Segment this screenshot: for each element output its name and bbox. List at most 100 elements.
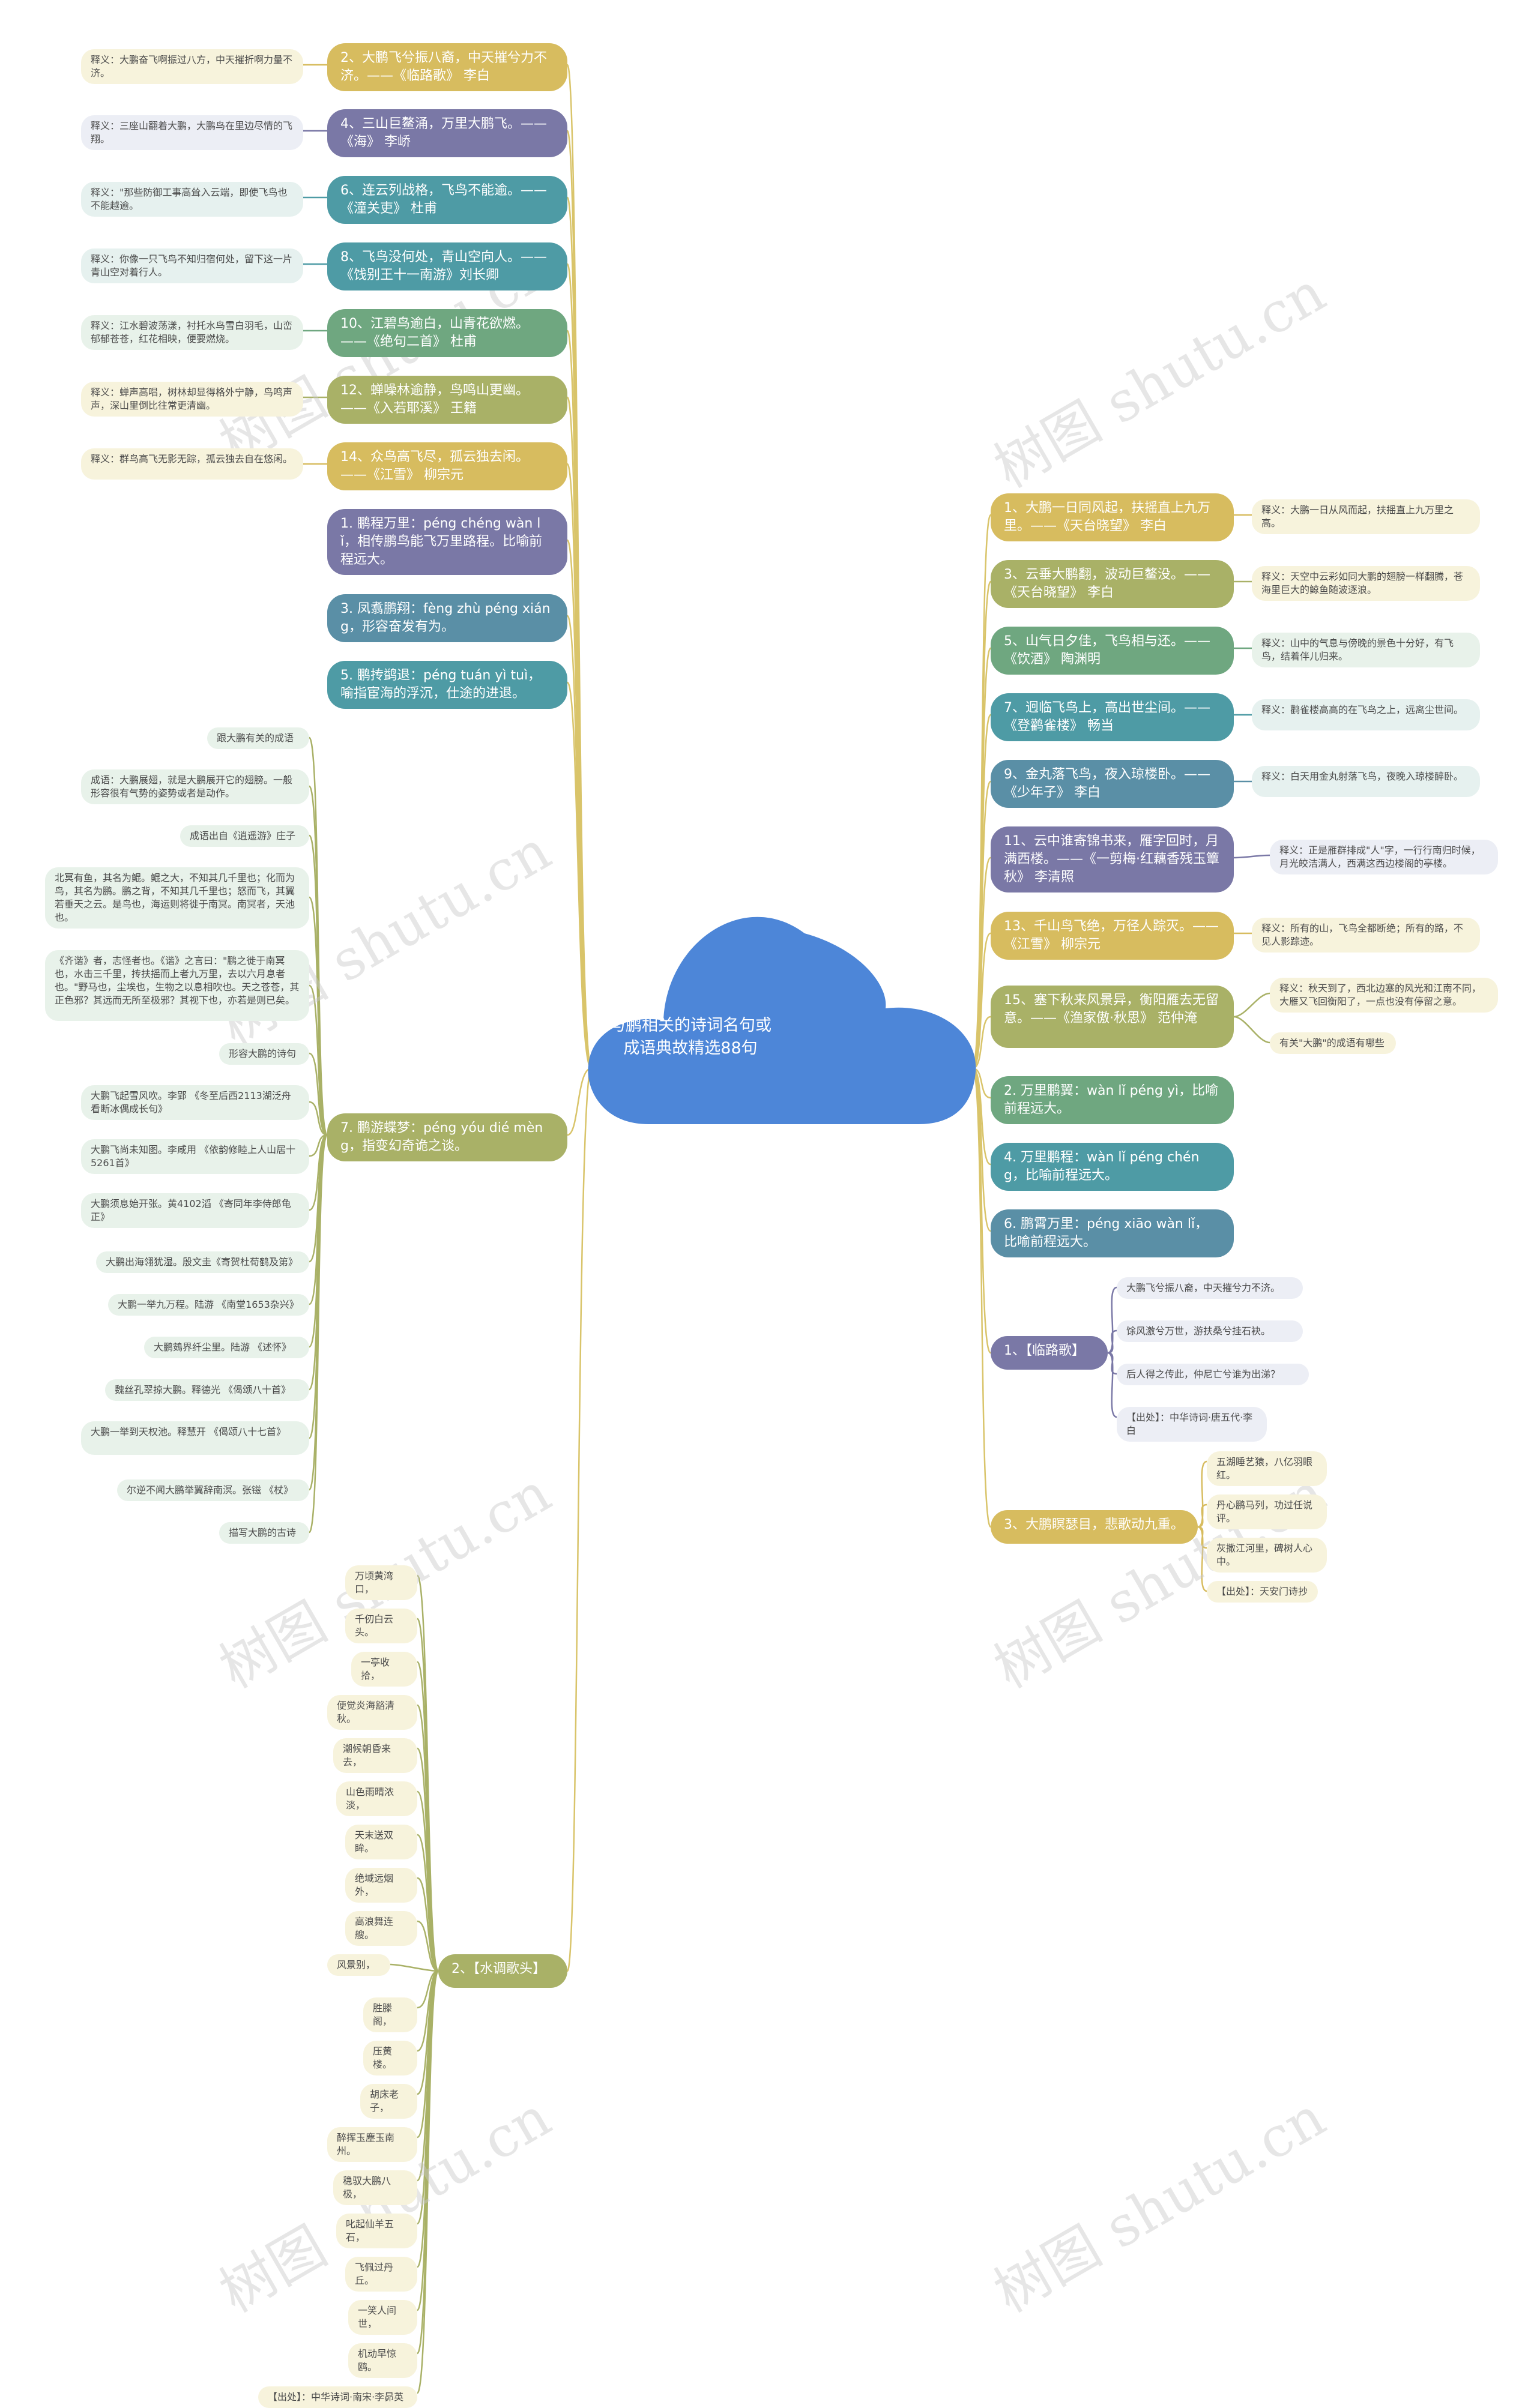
connector-line xyxy=(390,1963,439,1972)
left-note[interactable]: 释义："那些防御工事高耸入云端，即使飞鸟也不能越逾。 xyxy=(81,182,303,217)
left-note[interactable]: 北冥有鱼，其名为鲲。鲲之大，不知其几千里也；化而为鸟，其名为鹏。鹏之背，不知其几… xyxy=(45,867,309,929)
right-branch-node[interactable]: 7、迥临飞鸟上，高出世尘间。——《登鹳雀楼》 畅当 xyxy=(991,693,1234,741)
connector-line xyxy=(972,932,991,1070)
connector-line xyxy=(1233,1016,1270,1044)
left-note[interactable]: 天末送双眸。 xyxy=(345,1825,417,1859)
left-note[interactable]: 机动早惊鸥。 xyxy=(348,2343,417,2378)
right-note[interactable]: 有关"大鹏"的成语有哪些 xyxy=(1270,1032,1396,1054)
left-note[interactable]: 大鹏鴳界纤尘里。陆游 《述怀》 xyxy=(144,1337,309,1358)
left-branch-node[interactable]: 4、三山巨鳌涌，万里大鹏飞。——《海》 李峤 xyxy=(327,109,567,157)
right-note[interactable]: 后人得之传此，仲尼亡兮谁为出涕？ xyxy=(1117,1364,1309,1385)
center-title[interactable]: 与鹏相关的诗词名句或成语典故精选88句 xyxy=(609,1016,772,1058)
connector-line xyxy=(416,1970,439,2394)
left-note[interactable]: 大鹏一举到天权池。释慧开 《偈颂八十七首》 xyxy=(81,1421,309,1455)
left-note[interactable]: 释义：你像一只飞鸟不知归宿何处，留下这一片青山空对着行人。 xyxy=(81,248,303,283)
left-note[interactable]: 释义：三座山翻着大鹏，大鹏鸟在里边尽情的飞翔。 xyxy=(81,115,303,150)
left-note[interactable]: 压黄楼。 xyxy=(363,2041,417,2075)
right-branch-node[interactable]: 6. 鹏霄万里：péng xiāo wàn lǐ，比喻前程远大。 xyxy=(991,1209,1234,1257)
right-note[interactable]: 释义：山中的气息与傍晚的景色十分好，有飞鸟，结着伴儿归来。 xyxy=(1252,633,1480,667)
right-note[interactable]: 释义：秋天到了，西北边塞的风光和江南不同，大雁又飞回衡阳了，一点也没有停留之意。 xyxy=(1270,978,1498,1013)
right-note[interactable]: 丹心鹏马列，功过任说评。 xyxy=(1207,1494,1327,1529)
left-branch-node[interactable]: 3. 凤翥鹏翔：fèng zhù péng xiáng，形容奋发有为。 xyxy=(327,594,567,642)
right-branch-node[interactable]: 1、【临路歌】 xyxy=(991,1336,1108,1370)
left-note[interactable]: 释义：大鹏奋飞啊振过八方，中天摧折啊力量不济。 xyxy=(81,49,303,84)
left-note[interactable]: 成语出自《逍遥游》庄子 xyxy=(180,825,309,847)
left-note[interactable]: 飞佩过丹丘。 xyxy=(345,2257,417,2292)
left-branch-node[interactable]: 7. 鹏游蝶梦：péng yóu dié mèng，指变幻奇诡之谈。 xyxy=(327,1113,567,1161)
right-note[interactable]: 释义：正是雁群排成"人"字，一行行南归时候，月光皎洁满人，西满这西边楼阁的亭楼。 xyxy=(1270,840,1498,874)
left-note[interactable]: 大鹏飞尚未知图。李咸用 《依韵修睦上人山居十5261首》 xyxy=(81,1139,309,1174)
left-note[interactable]: 释义：群鸟高飞无影无踪，孤云独去自在悠闲。 xyxy=(81,448,303,480)
left-note[interactable]: 大鹏出海翎犹湿。殷文圭《寄贺杜荀鹤及第》 xyxy=(96,1251,309,1273)
right-note[interactable]: 灰撒江河里，碑树人心中。 xyxy=(1207,1538,1327,1573)
right-branch-node[interactable]: 5、山气日夕佳，飞鸟相与还。——《饮酒》 陶渊明 xyxy=(991,627,1234,675)
left-note[interactable]: 绝域远烟外， xyxy=(345,1868,417,1903)
left-note[interactable]: 山色雨晴浓淡， xyxy=(336,1781,417,1816)
left-note[interactable]: 释义：蝉声高唱，树林却显得格外宁静，鸟鸣声声，深山里倒比往常更清幽。 xyxy=(81,382,303,417)
left-note[interactable]: 万顷黄湾口， xyxy=(345,1565,417,1600)
right-branch-node[interactable]: 2. 万里鹏翼：wàn lǐ péng yì，比喻前程远大。 xyxy=(991,1076,1234,1124)
connector-line xyxy=(971,856,992,1070)
right-note[interactable]: 【出处】：中华诗词·唐五代·李白 xyxy=(1117,1407,1267,1442)
left-branch-node[interactable]: 5. 鹏抟鹢退：péng tuán yì tuì，喻指宦海的浮沉，仕途的进退。 xyxy=(327,661,567,709)
right-note[interactable]: 五湖睡艺猿，八亿羽眼红。 xyxy=(1207,1451,1327,1486)
right-note[interactable]: 【出处】：天安门诗抄 xyxy=(1207,1581,1318,1603)
connector-line xyxy=(1107,1329,1117,1354)
left-note[interactable]: 释义：江水碧波荡漾，衬托水鸟雪白羽毛，山峦郁郁苍苍，红花相映，便要燃烧。 xyxy=(81,315,303,350)
left-note[interactable]: 叱起仙羊五石， xyxy=(336,2214,417,2248)
left-note[interactable]: 魏丝孔翠掠大鹏。释德光 《偈颂八十首》 xyxy=(105,1379,309,1401)
left-note[interactable]: 一亭收拾， xyxy=(351,1652,417,1687)
left-branch-node[interactable]: 12、蝉噪林逾静，鸟鸣山更幽。——《入若耶溪》 王籍 xyxy=(327,376,567,424)
left-branch-node[interactable]: 1. 鹏程万里：péng chéng wàn lǐ，相传鹏鸟能飞万里路程。比喻前… xyxy=(327,509,567,575)
left-note[interactable]: 形容大鹏的诗句 xyxy=(219,1043,309,1065)
left-branch-node[interactable]: 6、连云列战格，飞鸟不能逾。——《潼关吏》 杜甫 xyxy=(327,176,567,224)
right-branch-node[interactable]: 15、塞下秋来风景异，衡阳雁去无留意。——《渔家傲·秋思》 范仲淹 xyxy=(991,986,1234,1048)
left-note[interactable]: 潮候朝昏来去， xyxy=(333,1738,417,1773)
left-note[interactable]: 跟大鹏有关的成语 xyxy=(207,727,309,749)
left-note[interactable]: 千仞白云头。 xyxy=(345,1609,417,1643)
connector-line xyxy=(1233,854,1270,859)
left-branch-node[interactable]: 8、飞鸟没何处，青山空向人。——《饯别王十一南游》刘长卿 xyxy=(327,242,567,290)
left-note[interactable]: 稳驭大鹏八极， xyxy=(333,2170,417,2205)
left-note[interactable]: 风景别， xyxy=(327,1954,390,1976)
connector-line xyxy=(309,1052,328,1136)
right-branch-node[interactable]: 9、金丸落飞鸟，夜入琼楼卧。——《少年子》 李白 xyxy=(991,760,1234,808)
left-note[interactable]: 便觉炎海豁清秋。 xyxy=(327,1695,417,1730)
right-branch-node[interactable]: 3、云垂大鹏翻，波动巨鳌没。——《天台晓望》 李白 xyxy=(991,560,1234,608)
left-note[interactable]: 《齐谐》者，志怪者也。《谐》之言曰："鹏之徙于南冥也，水击三千里，抟扶摇而上者九… xyxy=(45,950,309,1021)
connector-line xyxy=(309,984,328,1136)
left-branch-node[interactable]: 2、【水调歌头】 xyxy=(438,1954,567,1988)
right-note[interactable]: 释义：大鹏一日从风而起，扶摇直上九万里之高。 xyxy=(1252,499,1480,534)
left-branch-node[interactable]: 10、江碧鸟逾白，山青花欲燃。——《绝句二首》 杜甫 xyxy=(327,309,567,357)
left-branch-node[interactable]: 2、大鹏飞兮振八裔，中天摧兮力不济。——《临路歌》 李白 xyxy=(327,43,567,91)
right-branch-node[interactable]: 3、大鹏瞑瑟目，悲歌动九重。 xyxy=(991,1510,1198,1544)
right-note[interactable]: 释义：白天用金丸射落飞鸟，夜晚入琼楼醉卧。 xyxy=(1252,766,1480,797)
right-note[interactable]: 馀风激兮万世，游扶桑兮挂石袂。 xyxy=(1117,1320,1303,1342)
connector-line xyxy=(972,1016,991,1070)
right-note[interactable]: 释义：鹳雀楼高高的在飞鸟之上，远离尘世间。 xyxy=(1252,699,1480,730)
right-note[interactable]: 释义：天空中云彩如同大鹏的翅膀一样翻腾，苍海里巨大的鲸鱼随波逐浪。 xyxy=(1252,566,1480,601)
left-note[interactable]: 高浪舞连艘。 xyxy=(345,1911,417,1946)
left-note[interactable]: 醉挥玉塵玉南州。 xyxy=(327,2127,417,2162)
left-note[interactable]: 一笑人间世， xyxy=(348,2300,417,2335)
right-branch-node[interactable]: 4. 万里鹏程：wàn lǐ péng chéng，比喻前程远大。 xyxy=(991,1143,1234,1191)
right-branch-node[interactable]: 1、大鹏一日同风起，扶摇直上九万里。——《天台晓望》 李白 xyxy=(991,493,1234,541)
left-note[interactable]: 成语：大鹏展翅，就是大鹏展开它的翅膀。一般形容很有气势的姿势或者是动作。 xyxy=(81,769,309,804)
left-note[interactable]: 大鹏须息始开张。黄4102滔 《寄同年李侍郎龟正》 xyxy=(81,1193,309,1228)
left-note[interactable]: 尔逆不闻大鹏举翼辞南溟。张镃 《杖》 xyxy=(117,1479,309,1501)
left-note[interactable]: 大鹏一举九万程。陆游 《南堂1653杂兴》 xyxy=(108,1294,309,1316)
left-note[interactable]: 描写大鹏的古诗 xyxy=(219,1522,309,1544)
connector-line xyxy=(417,1877,439,1972)
left-note[interactable]: 【出处】：中华诗词·南宋·李昴英 xyxy=(258,2386,417,2408)
left-note[interactable]: 胡床老子， xyxy=(360,2084,417,2119)
right-note[interactable]: 大鹏飞兮振八裔，中天摧兮力不济。 xyxy=(1117,1277,1303,1299)
left-branch-node[interactable]: 14、众鸟高飞尽，孤云独去闲。——《江雪》 柳宗元 xyxy=(327,442,567,490)
left-note[interactable]: 大鹏飞起雪风吹。李郢 《冬至后西2113湖泛舟看断冰偶成长句》 xyxy=(81,1085,309,1120)
right-branch-node[interactable]: 11、云中谁寄锦书来，雁字回时，月满西楼。——《一剪梅·红藕香残玉簟秋》 李清照 xyxy=(991,826,1234,892)
right-note[interactable]: 释义：所有的山，飞鸟全都断绝；所有的路，不见人影踪迹。 xyxy=(1252,918,1480,953)
right-branch-node[interactable]: 13、千山鸟飞绝，万径人踪灭。——《江雪》 柳宗元 xyxy=(991,912,1234,960)
connector-line xyxy=(567,1067,592,1136)
left-note[interactable]: 胜滕阁， xyxy=(363,1997,417,2032)
connector-line xyxy=(1197,1503,1207,1528)
